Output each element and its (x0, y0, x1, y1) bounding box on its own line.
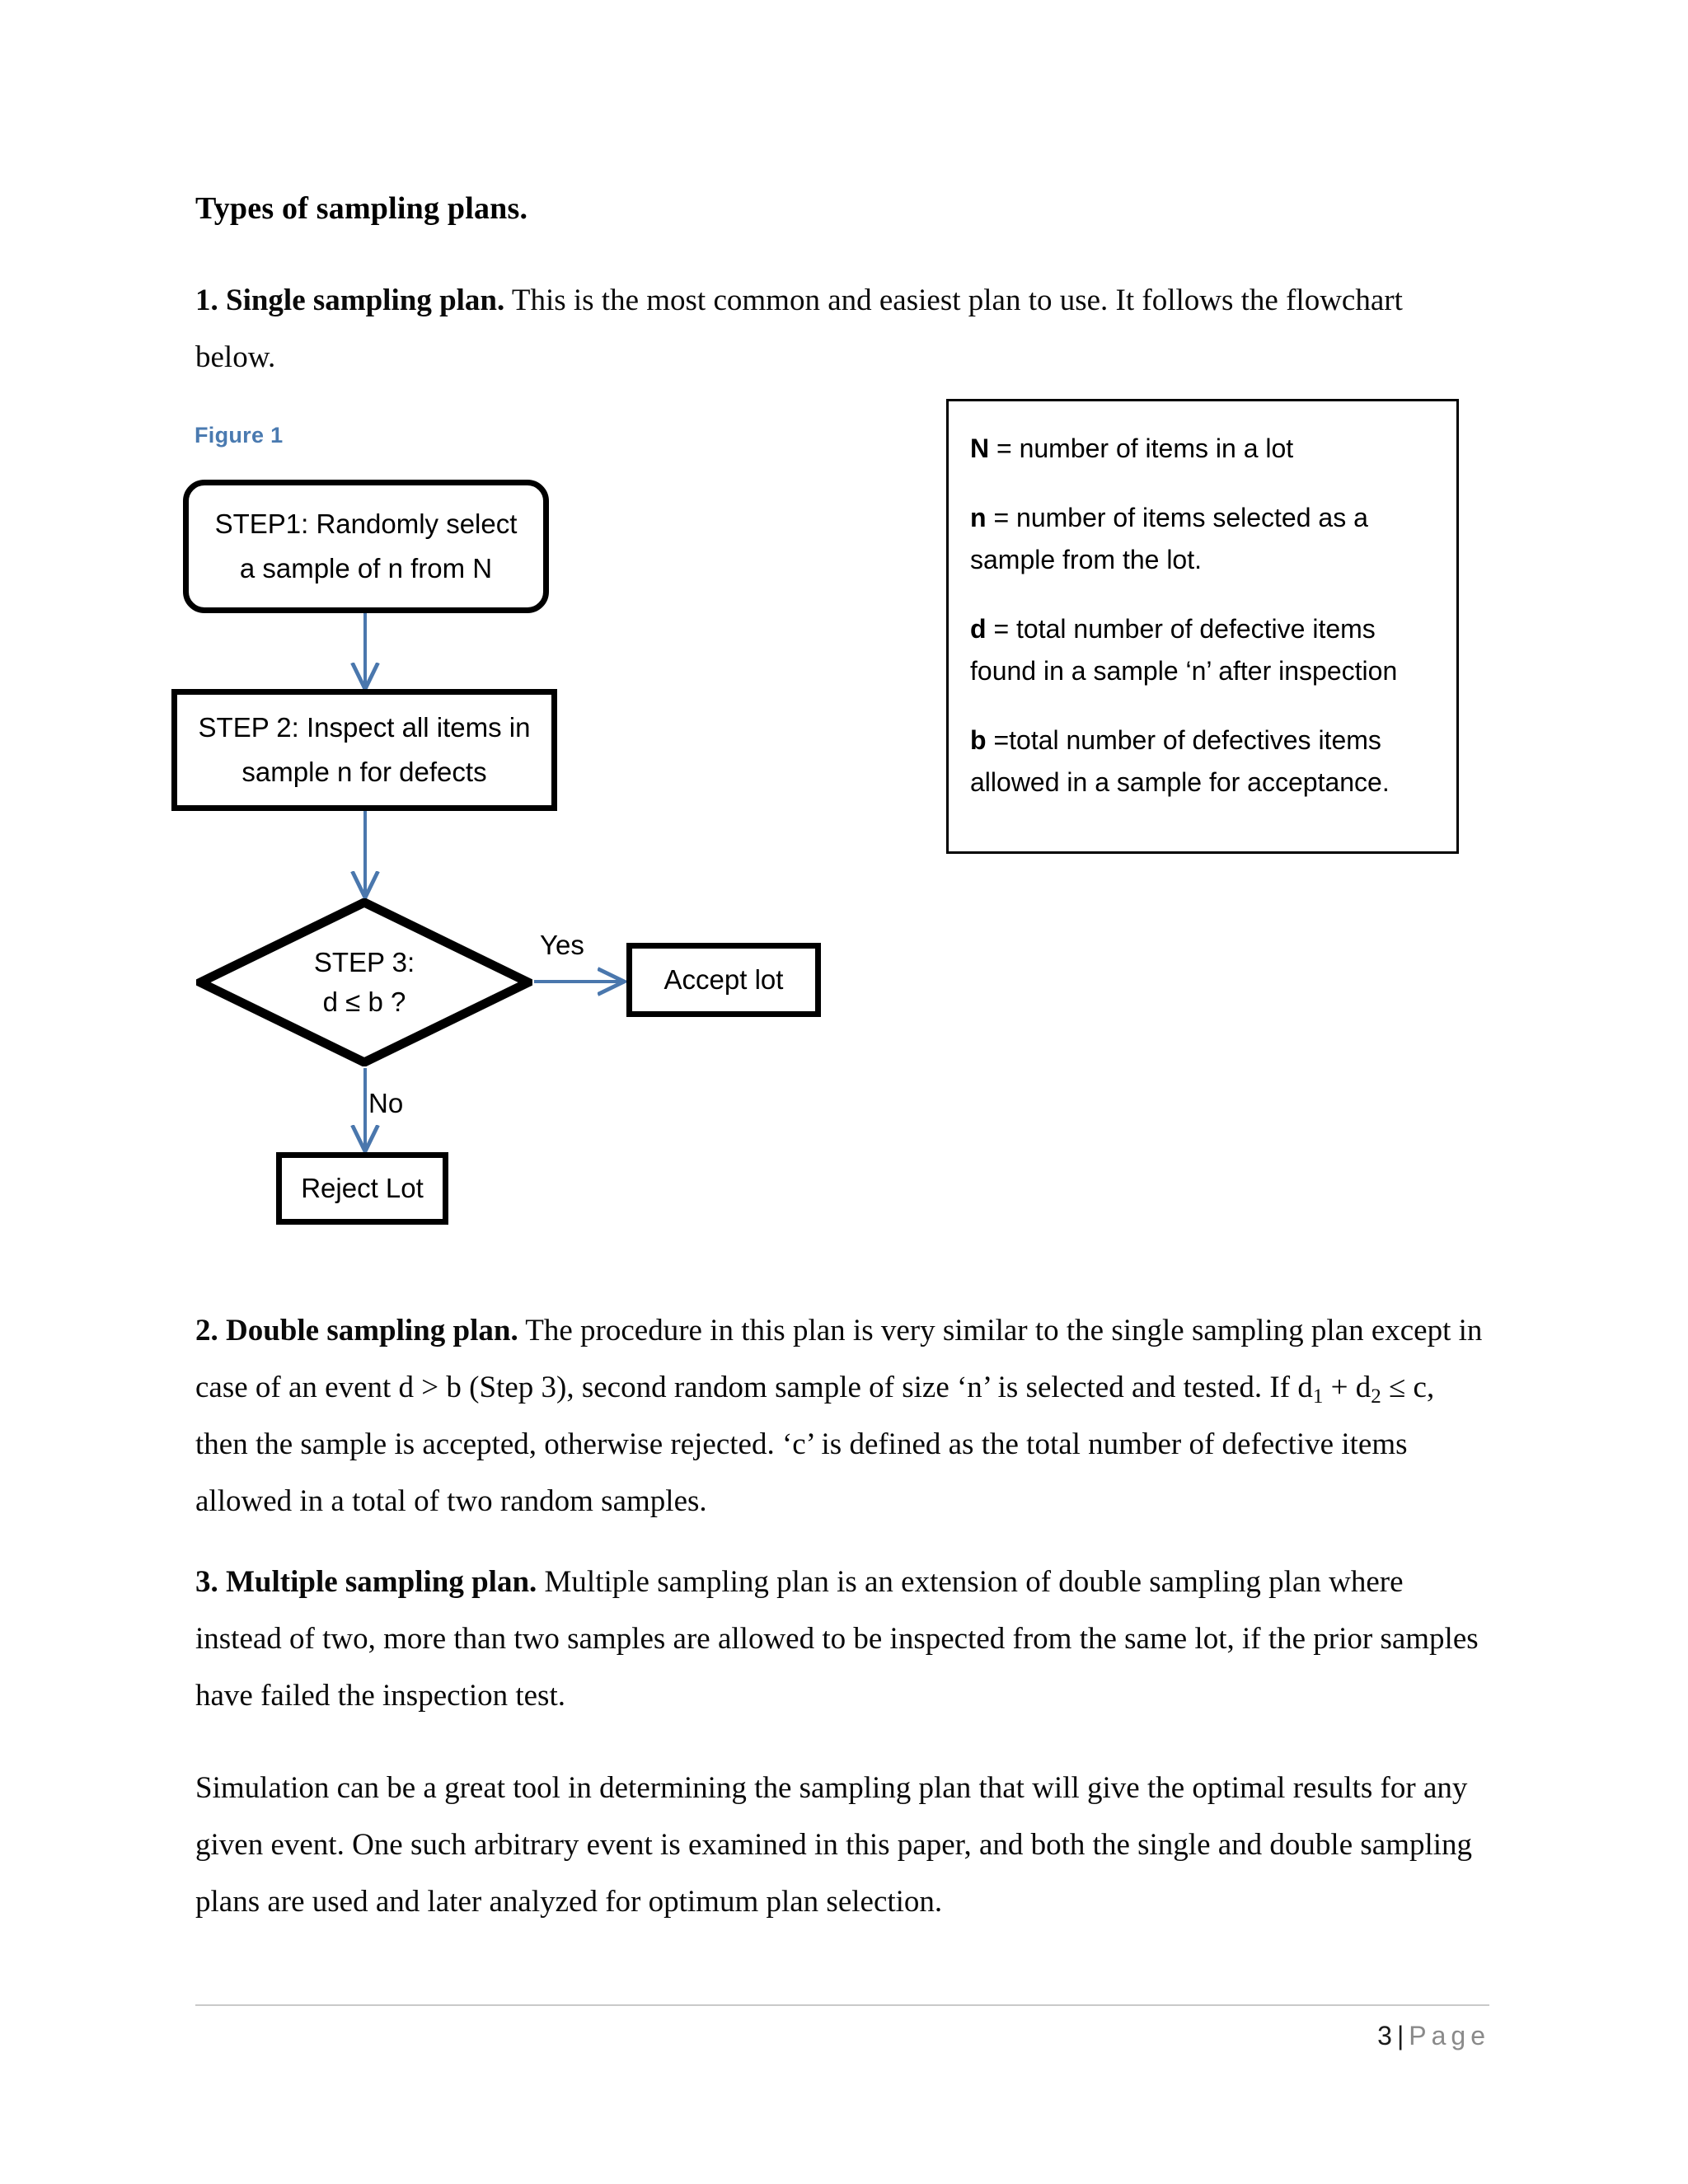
paragraph-double-sampling-plan: 2. Double sampling plan. The procedure i… (195, 1302, 1485, 1530)
edge-label-yes: Yes (540, 930, 584, 960)
legend-item: b =total number of defectives items allo… (970, 719, 1435, 804)
step1-line-1: STEP1: Randomly select (214, 509, 518, 539)
notation-legend-box: N = number of items in a lot n = number … (946, 399, 1459, 854)
paragraph-3-lead-in: 3. Multiple sampling plan. (195, 1565, 537, 1599)
decision-line-2: d ≤ b ? (322, 987, 406, 1017)
decision-line-1: STEP 3: (313, 947, 415, 977)
footer-divider (195, 2004, 1489, 2006)
legend-definition: =total number of defectives items allowe… (970, 725, 1390, 797)
legend-variable: b (970, 725, 987, 755)
legend-item: d = total number of defective items foun… (970, 608, 1435, 692)
flowchart-node-accept-lot: Accept lot (626, 943, 821, 1017)
paragraph-multiple-sampling-plan: 3. Multiple sampling plan. Multiple samp… (195, 1554, 1485, 1724)
flowchart-node-step2-text: STEP 2: Inspect all items in sample n fo… (199, 705, 531, 794)
footer-page-number: 3|Page (0, 2021, 1490, 2051)
page-number-separator: | (1396, 2021, 1404, 2050)
legend-definition: = number of items in a lot (989, 434, 1294, 463)
paragraph-simulation-summary: Simulation can be a great tool in determ… (195, 1771, 1473, 1919)
accept-lot-label: Accept lot (663, 964, 784, 995)
paragraph-single-sampling-plan: 1. Single sampling plan. This is the mos… (195, 272, 1485, 386)
flowchart-node-decision-text: STEP 3: d ≤ b ? (196, 898, 532, 1066)
step1-line-2: a sample of n from N (239, 553, 493, 583)
flowchart-node-step2: STEP 2: Inspect all items in sample n fo… (171, 689, 557, 811)
diamond-shape-icon (196, 898, 532, 1066)
legend-variable: N (970, 434, 990, 463)
paragraph-1-body: This is the most common and easiest plan… (195, 284, 1403, 374)
paragraph-2-body-part-1: The procedure in this plan is very simil… (195, 1314, 1483, 1404)
legend-variable: d (970, 614, 987, 644)
subscript-d1: 1 (1312, 1385, 1324, 1408)
legend-variable: n (970, 503, 987, 532)
legend-definition: = total number of defective items found … (970, 614, 1398, 686)
edge-label-no: No (368, 1088, 404, 1118)
legend-item: N = number of items in a lot (970, 428, 1435, 470)
paragraph-2-body-part-2: + d (1323, 1371, 1372, 1404)
figure-caption-label: Figure 1 (195, 423, 284, 448)
step2-line-2: sample n for defects (241, 757, 487, 787)
page-title: Types of sampling plans. (195, 191, 528, 226)
flowchart-node-reject-lot: Reject Lot (276, 1152, 448, 1225)
flowchart-node-step1: STEP1: Randomly select a sample of n fro… (183, 480, 549, 613)
subscript-d2: 2 (1371, 1385, 1381, 1408)
flowchart-node-decision-step3: STEP 3: d ≤ b ? (196, 898, 532, 1066)
page-number-value: 3 (1377, 2021, 1392, 2050)
flowchart-node-step1-text: STEP1: Randomly select a sample of n fro… (215, 502, 518, 591)
paragraph-2-lead-in: 2. Double sampling plan. (195, 1314, 518, 1347)
legend-definition: = number of items selected as a sample f… (970, 503, 1368, 574)
paragraph-2-body-part-3: ≤ c, then the sample is accepted, otherw… (195, 1371, 1435, 1518)
paragraph-1-lead-in: 1. Single sampling plan. (195, 284, 505, 317)
reject-lot-label: Reject Lot (301, 1173, 424, 1203)
paragraph-3-body: Multiple sampling plan is an extension o… (195, 1565, 1479, 1713)
page-number-word: Page (1409, 2021, 1490, 2050)
legend-item: n = number of items selected as a sample… (970, 497, 1435, 581)
step2-line-1: STEP 2: Inspect all items in (198, 712, 531, 743)
